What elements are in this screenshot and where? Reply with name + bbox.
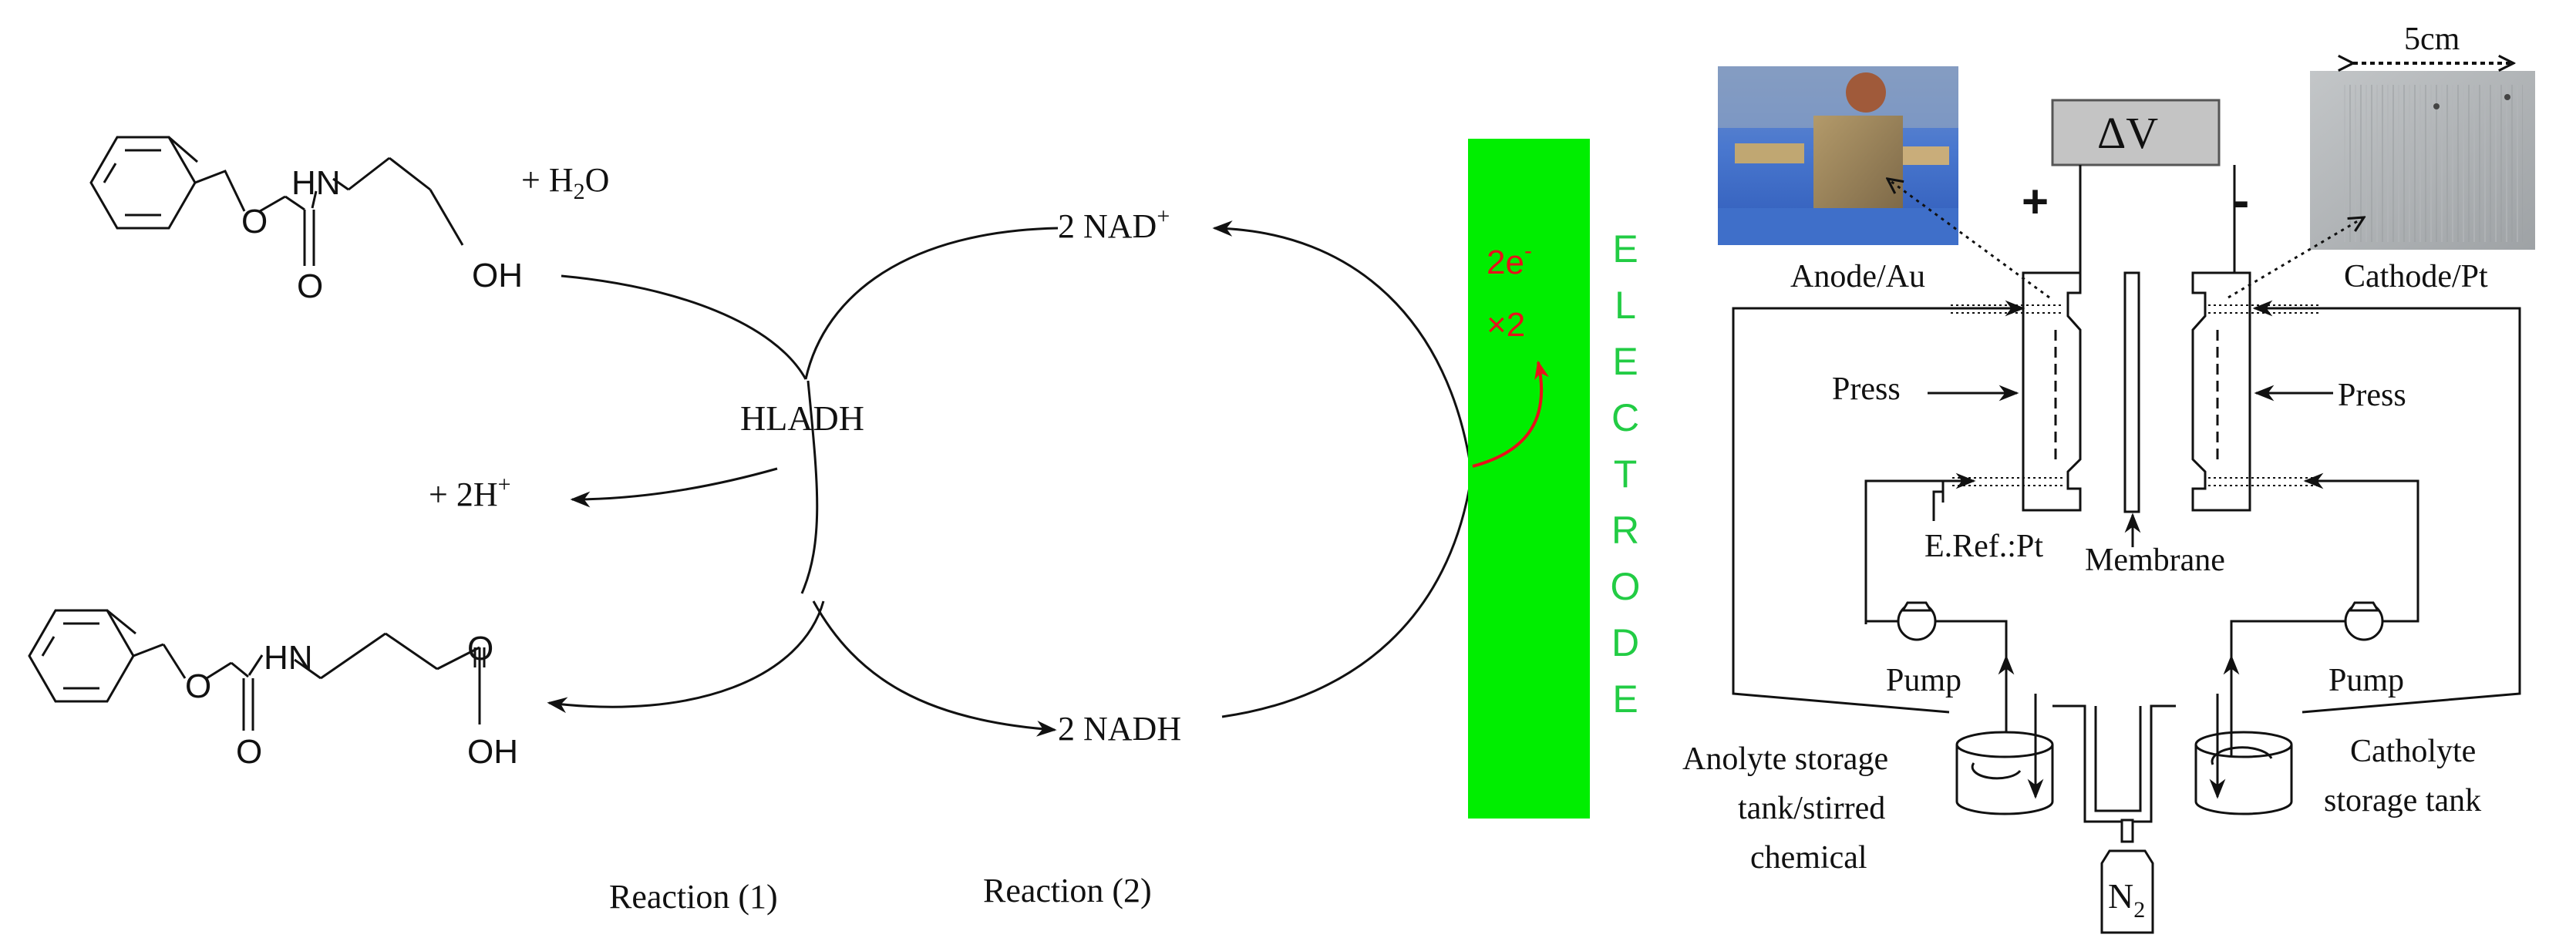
anode-photo	[1718, 66, 1958, 245]
nadh-formation-arc	[812, 600, 1057, 737]
electron-transfer-arrow	[1472, 360, 1549, 468]
product-acid-o-label: O	[467, 630, 493, 667]
electrode-letter: D	[1611, 621, 1639, 664]
voltmeter-label: ΔV	[2097, 108, 2158, 158]
proton-out-arrow	[570, 467, 778, 508]
electrode-letter: E	[1612, 227, 1638, 271]
water-label: + H2O	[521, 161, 609, 204]
product-molecule	[28, 609, 486, 731]
nadh-label: 2 NADH	[1058, 710, 1181, 748]
electron-multiplier-label: ×2	[1487, 306, 1525, 344]
reactant-carbonyl-o-label: O	[297, 267, 323, 305]
nad-consumption-arc	[804, 227, 1059, 380]
cathode-photo	[2310, 71, 2535, 250]
catholyte-tank	[2194, 694, 2293, 815]
water-in-arc	[800, 380, 819, 594]
cathode-label: Cathode/Pt	[2344, 259, 2488, 294]
enzyme-label: HLADH	[740, 398, 864, 438]
nitrogen-cylinder	[2100, 819, 2154, 934]
reactant-oh-label: OH	[472, 257, 523, 294]
product-out-arrow	[547, 600, 825, 714]
reaction-1-label: Reaction (1)	[609, 878, 778, 916]
pump-right-label: Pump	[2329, 663, 2404, 698]
anolyte-return-line	[1732, 307, 2023, 714]
membrane-label: Membrane	[2085, 543, 2225, 578]
reactant-in-arc	[561, 274, 807, 380]
electrode-bar	[1468, 139, 1590, 819]
reactant-nh-label: HN	[291, 164, 341, 202]
nadh-oxidation-arc	[1221, 477, 1473, 718]
reaction-2-label: Reaction (2)	[983, 872, 1152, 909]
press-left-label: Press	[1832, 371, 1901, 407]
minus-terminal: -	[2233, 173, 2249, 228]
reaction-scheme: O O HN OH + H2O O	[28, 136, 1641, 916]
nad-plus-label: 2 NAD+	[1058, 203, 1170, 245]
nitrogen-line-left	[2052, 704, 2176, 823]
anolyte-label: Anolyte storage tank/stirred chemical	[1682, 741, 1897, 876]
scale-label: 5cm	[2404, 22, 2460, 57]
electrode-letter: O	[1611, 565, 1641, 608]
reactant-molecule	[89, 136, 464, 266]
electrode-letter: C	[1611, 396, 1639, 439]
ref-electrode-label: E.Ref.:Pt	[1924, 529, 2043, 564]
electrode-letter: L	[1615, 284, 1636, 327]
electrode-letter: E	[1612, 677, 1638, 721]
anode-plate	[2022, 271, 2082, 512]
catholyte-label: Catholyte storage tank	[2324, 734, 2484, 819]
product-carbonyl-o-label: O	[236, 733, 262, 771]
nitrogen-label: N2	[2108, 876, 2145, 923]
cathode-plate	[2191, 271, 2251, 512]
product-nh-label: HN	[264, 639, 313, 677]
nad-regeneration-arc	[1212, 220, 1473, 471]
voltmeter-box	[2051, 99, 2221, 166]
catholyte-return-line	[2302, 307, 2521, 714]
membrane	[2123, 271, 2140, 513]
electrode-letter: T	[1614, 452, 1638, 496]
electrode-letter: E	[1612, 340, 1638, 383]
anolyte-tank	[1955, 694, 2054, 815]
proton-label: + 2H+	[429, 472, 511, 513]
anode-label: Anode/Au	[1790, 259, 1925, 294]
plus-terminal: +	[2022, 176, 2049, 227]
press-right-label: Press	[2338, 378, 2406, 413]
product-o-label: O	[185, 667, 211, 705]
ref-electrode-lead	[1932, 490, 1943, 521]
reactant-o-label: O	[241, 203, 268, 240]
electrode-letter: R	[1611, 509, 1639, 552]
electron-label: 2e-	[1487, 238, 1532, 281]
cathode-pointer	[2227, 217, 2364, 299]
pump-left-label: Pump	[1886, 663, 1961, 698]
product-oh-label: OH	[467, 733, 518, 771]
cell-setup: 5cm ΔV + -	[1682, 22, 2535, 934]
